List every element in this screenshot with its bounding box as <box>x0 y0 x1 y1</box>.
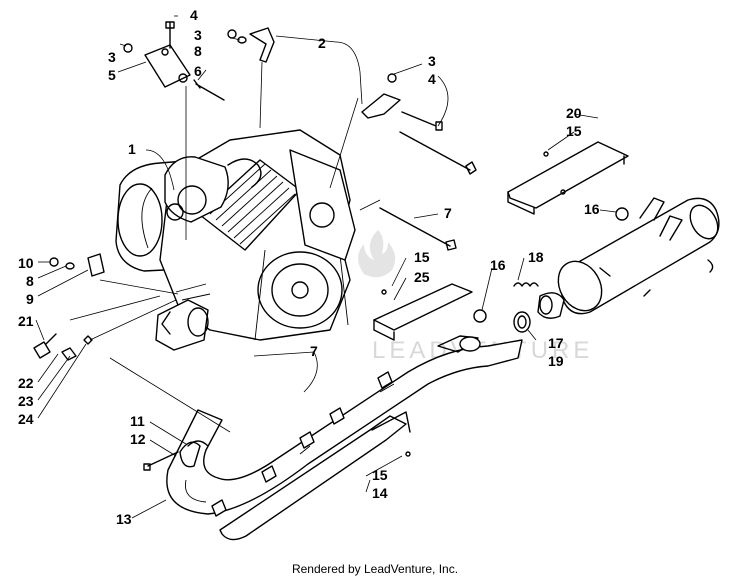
callout-8-left: 8 <box>26 273 34 289</box>
callout-19: 19 <box>548 353 564 369</box>
callout-20: 20 <box>566 105 582 121</box>
engine-mount-bracket <box>123 21 275 240</box>
heat-shield-upper <box>507 141 629 215</box>
fitting-23 <box>61 347 77 361</box>
long-bolt-7-top <box>399 131 477 175</box>
callout-16-middle: 16 <box>490 257 506 273</box>
callout-4-right: 4 <box>428 71 436 87</box>
gasket-17 <box>513 311 531 333</box>
callout-15-middle: 15 <box>414 249 430 265</box>
callout-4-top: 4 <box>190 7 198 23</box>
callout-labels: 4 3 8 3 5 6 2 3 4 1 20 15 16 7 10 8 9 21… <box>18 7 600 527</box>
heat-shield-middle <box>373 283 487 341</box>
callout-5: 5 <box>108 67 116 83</box>
grommet-16 <box>615 207 629 221</box>
bolt-6 <box>193 79 225 101</box>
callout-17: 17 <box>548 335 564 351</box>
callout-3-right: 3 <box>428 53 436 69</box>
nut-3-left <box>123 43 133 53</box>
callout-14: 14 <box>372 485 388 501</box>
callout-22: 22 <box>18 375 34 391</box>
watermark-flame-icon <box>358 230 396 278</box>
bracket-2-top <box>249 27 275 63</box>
callout-9: 9 <box>26 291 34 307</box>
callout-12: 12 <box>130 431 146 447</box>
callout-13: 13 <box>116 511 132 527</box>
exhaust-pipe <box>143 335 523 517</box>
leader-lines <box>35 15 617 519</box>
grommet-16-left <box>473 309 487 323</box>
sensor-22 <box>33 341 51 359</box>
callout-2: 2 <box>318 35 326 51</box>
callout-6: 6 <box>194 63 202 79</box>
upper-right-hardware <box>259 61 477 251</box>
callout-16-right: 16 <box>584 201 600 217</box>
callout-8-top: 8 <box>194 43 202 59</box>
callout-24: 24 <box>18 411 34 427</box>
long-bolt-7-mid <box>379 207 457 251</box>
footer-credit: Rendered by LeadVenture, Inc. <box>291 562 459 576</box>
callout-15-lower: 15 <box>372 467 388 483</box>
callout-7-upper: 7 <box>444 205 452 221</box>
clamp-11 <box>187 440 209 447</box>
callout-11: 11 <box>130 413 145 429</box>
callout-10: 10 <box>18 255 34 271</box>
spring-18 <box>513 282 539 287</box>
bracket-2-right <box>361 93 401 119</box>
callout-25: 25 <box>414 269 430 285</box>
nut-3-top <box>227 29 237 39</box>
heat-shield-lower <box>219 411 411 541</box>
muffler <box>513 197 720 333</box>
washer-24 <box>83 335 93 345</box>
washer-8 <box>237 36 247 44</box>
callout-23: 23 <box>18 393 34 409</box>
callout-3-top: 3 <box>194 27 202 43</box>
callout-21: 21 <box>18 313 34 329</box>
bolt-4-right <box>401 111 443 131</box>
callout-3-left: 3 <box>108 49 116 65</box>
engine-assembly <box>115 129 356 351</box>
callout-15-upper: 15 <box>566 123 582 139</box>
callout-18: 18 <box>528 249 544 265</box>
callout-7-lower: 7 <box>310 343 318 359</box>
callout-1: 1 <box>128 141 136 157</box>
bolt-4-top <box>165 21 175 49</box>
